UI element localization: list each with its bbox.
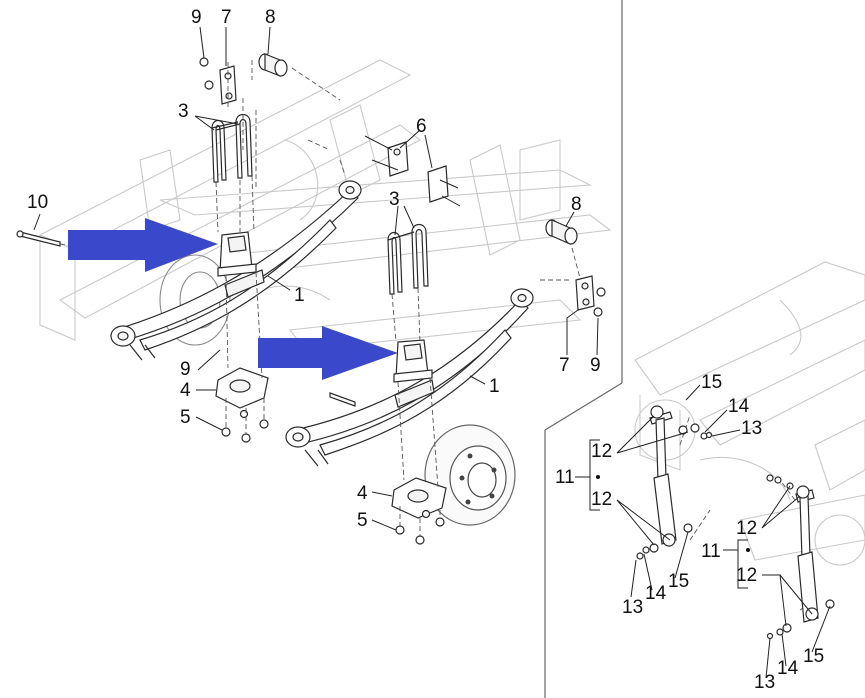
callout-13: 13 [622,597,644,618]
callout-12: 12 [591,489,613,510]
brake-drum-right [424,424,516,526]
spring-seat-lower [391,477,447,545]
bolt-mid [329,392,356,407]
bushing-lower [545,219,578,245]
shackle-mid-6 [364,135,461,207]
callout-14: 14 [645,583,667,604]
divider-line-diagonal [544,382,623,431]
callout-11: 11 [555,467,575,488]
callout-5: 5 [180,407,191,428]
leaf-spring-lower [285,288,534,467]
u-bolt-upper [211,113,253,183]
callout-14: 14 [728,396,750,417]
callout-12: 12 [736,518,758,539]
u-bolt-lower [387,223,429,295]
callout-14: 14 [777,658,799,679]
callout-13: 13 [754,672,776,693]
spring-pad-lower [393,339,433,383]
spring-seat-upper [215,367,269,443]
callout-3: 3 [178,101,189,122]
shock-absorber-right [766,474,835,640]
shackle-upper [219,65,237,105]
callout-15: 15 [668,571,690,592]
callout-8: 8 [265,7,276,28]
nuts-9-upper [199,57,214,90]
callout-11: 11 [701,541,721,562]
callout-12: 12 [736,565,758,586]
callout-1: 1 [294,285,305,306]
callout-7: 7 [221,7,232,28]
callout-3: 3 [389,189,400,210]
callout-10: 10 [27,192,49,213]
bushing-upper [258,53,288,77]
spring-pad-upper [217,231,257,277]
shackle-lower [575,275,606,317]
callout-8: 8 [571,194,582,215]
callout-4: 4 [357,483,368,504]
callout-15: 15 [701,372,723,393]
leader-lines [33,26,831,679]
shock-absorber-left [636,405,713,560]
callout-4: 4 [180,380,191,401]
callout-13: 13 [741,418,763,439]
callout-5: 5 [357,510,368,531]
callout-9: 9 [191,7,202,28]
leaf-spring-upper [110,180,362,361]
callout-1: 1 [489,376,500,397]
callout-12: 12 [591,441,613,462]
callout-9: 9 [590,355,601,376]
bolt-10 [16,230,61,247]
callout-6: 6 [416,116,427,137]
callout-15: 15 [803,646,825,667]
highlight-arrow-lower [258,326,398,380]
highlight-arrow-upper [68,218,218,272]
callout-9: 9 [180,359,191,380]
callout-7: 7 [559,355,570,376]
